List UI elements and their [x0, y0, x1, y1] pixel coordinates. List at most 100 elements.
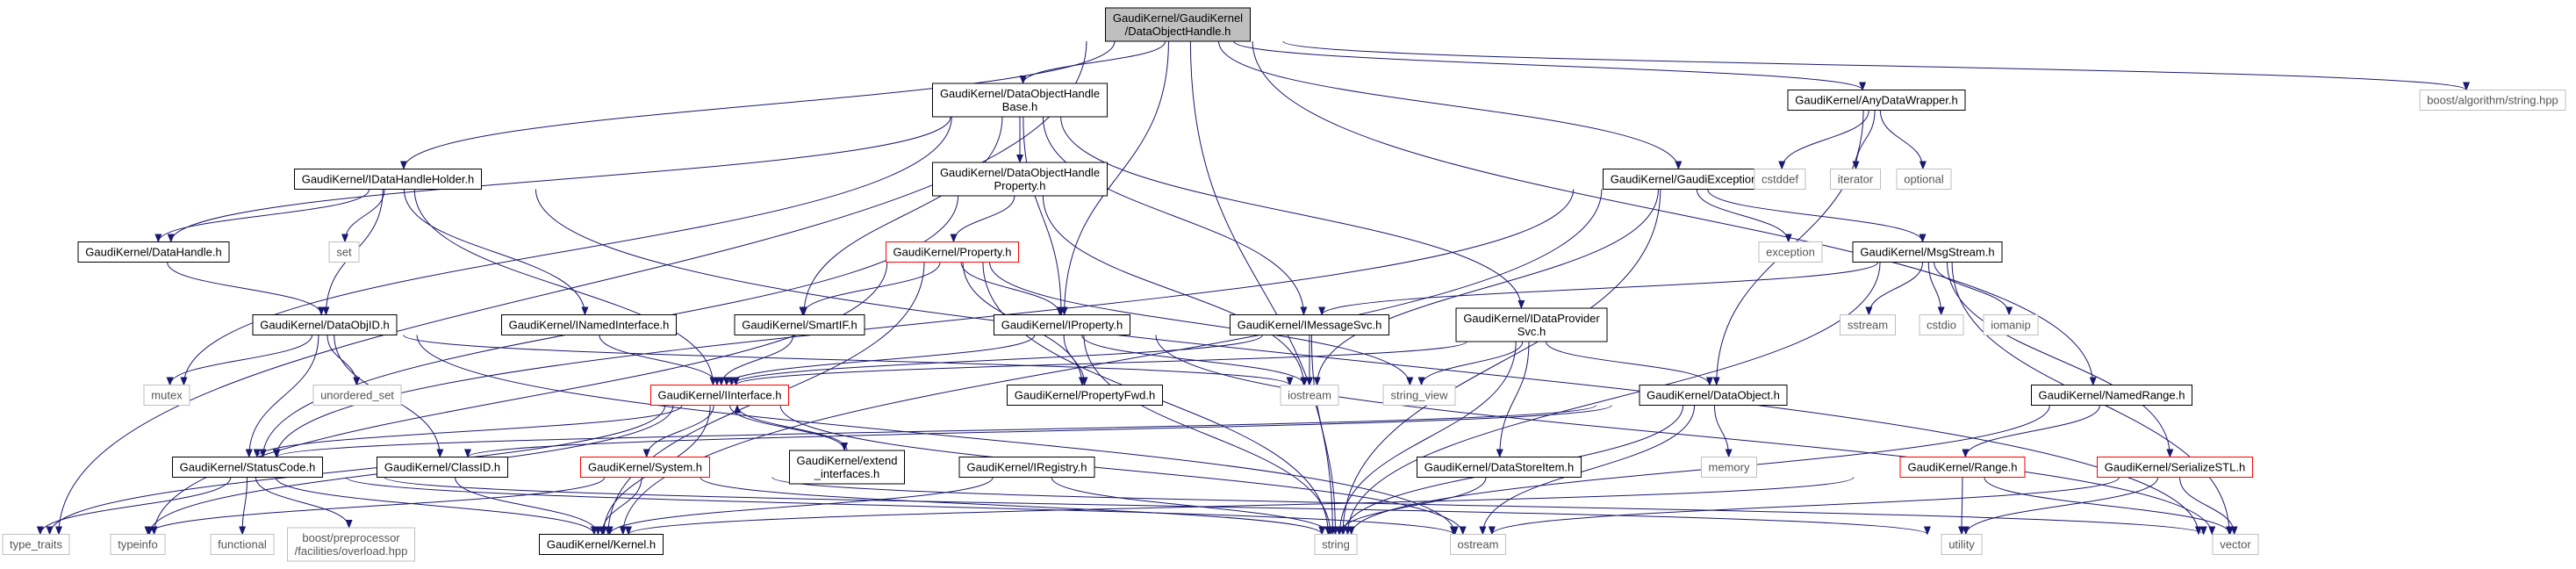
edge-msgstream-to-imsgsvc	[1318, 262, 1879, 316]
node-box	[1230, 314, 1389, 335]
node-dataobject[interactable]: GaudiKernel/DataObject.h	[1639, 385, 1788, 406]
node-range[interactable]: GaudiKernel/Range.h	[1899, 457, 2026, 478]
node-statuscode[interactable]: GaudiKernel/StatusCode.h	[172, 457, 323, 478]
edge-root-to-dohbase	[1019, 40, 1166, 84]
node-iinterface[interactable]: GaudiKernel/IInterface.h	[650, 385, 789, 406]
node-utility: utility	[1941, 534, 1983, 555]
edge-iproperty-to-vector	[1155, 335, 2216, 536]
edge-idhh-to-inamedif	[403, 189, 589, 316]
node-box	[1382, 385, 1456, 406]
node-label: mutex	[151, 389, 183, 402]
edge-namedrange-to-range	[1962, 405, 2100, 458]
node-serializestl[interactable]: GaudiKernel/SerializeSTL.h	[2097, 457, 2253, 478]
node-namedrange[interactable]: GaudiKernel/NamedRange.h	[2031, 385, 2192, 406]
node-exception: exception	[1758, 241, 1823, 263]
node-label: Property.h	[994, 179, 1045, 192]
node-root[interactable]: GaudiKernel/GaudiKernel/DataObjectHandle…	[1105, 7, 1251, 42]
edge-iregistry-to-kernel	[606, 477, 994, 536]
node-box	[1787, 90, 1966, 111]
node-label: GaudiKernel/DataStoreItem.h	[1424, 461, 1575, 474]
node-label: GaudiKernel/IDataProvider	[1463, 312, 1600, 325]
node-label: optional	[1904, 173, 1944, 186]
node-label: GaudiKernel/INamedInterface.h	[509, 319, 670, 332]
edge-root-to-boostalg	[1282, 40, 2470, 91]
edge-inamedif-to-iinterface	[599, 335, 721, 386]
edge-idataprov-to-iinterface	[732, 341, 1467, 386]
node-box	[1840, 314, 1896, 335]
node-imsgsvc[interactable]: GaudiKernel/IMessageSvc.h	[1230, 314, 1389, 335]
node-label: GaudiKernel/Kernel.h	[547, 538, 656, 551]
edge-datahandle-to-dataobjid	[167, 262, 326, 316]
node-label: GaudiKernel/DataObjID.h	[260, 319, 389, 332]
node-iproperty[interactable]: GaudiKernel/IProperty.h	[994, 314, 1130, 335]
node-cstddef: cstddef	[1754, 169, 1806, 190]
edge-root-to-iproperty	[1060, 40, 1169, 316]
node-datahandle[interactable]: GaudiKernel/DataHandle.h	[77, 241, 230, 263]
edge-serializestl-to-ostream	[1489, 477, 2120, 536]
node-idhh[interactable]: GaudiKernel/IDataHandleHolder.h	[294, 169, 482, 190]
node-label: utility	[1948, 538, 1975, 551]
edge-dohbase-to-imsgsvc	[1042, 116, 1308, 316]
node-classid[interactable]: GaudiKernel/ClassID.h	[377, 457, 508, 478]
node-propertyfwd[interactable]: GaudiKernel/PropertyFwd.h	[1007, 385, 1163, 406]
node-inamedif[interactable]: GaudiKernel/INamedInterface.h	[501, 314, 677, 335]
node-type-traits: type_traits	[2, 534, 70, 555]
node-label: cstdio	[1927, 319, 1956, 332]
node-property[interactable]: GaudiKernel/Property.h	[886, 241, 1019, 263]
nodes-layer: GaudiKernel/GaudiKernel/DataObjectHandle…	[2, 7, 2566, 562]
edge-gaudiexc-to-iostream	[1313, 189, 1659, 386]
node-box	[287, 527, 415, 562]
node-kernel[interactable]: GaudiKernel/Kernel.h	[539, 534, 664, 555]
node-box	[210, 534, 275, 555]
node-box	[1701, 457, 1757, 478]
edge-property-to-typeinfo	[150, 262, 888, 536]
node-label: GaudiKernel/Property.h	[893, 246, 1012, 259]
node-label: sstream	[1848, 319, 1888, 332]
node-ostream: ostream	[1450, 534, 1506, 555]
edge-statuscode-to-type-traits	[36, 477, 232, 536]
edge-anydata-to-cstddef	[1778, 110, 1869, 170]
node-box	[377, 457, 508, 478]
node-box	[312, 385, 402, 406]
edge-dataobject-to-ostream	[1479, 405, 1696, 536]
node-label: GaudiKernel/IInterface.h	[658, 389, 782, 402]
edge-iproperty-to-iinterface	[722, 335, 1036, 386]
edge-statuscode-to-kernel	[275, 477, 598, 536]
node-box	[77, 241, 230, 263]
node-label: GaudiKernel/IProperty.h	[1001, 319, 1123, 332]
node-label: GaudiKernel/GaudiKernel	[1113, 11, 1243, 25]
node-label: GaudiKernel/AnyDataWrapper.h	[1795, 94, 1957, 107]
node-system[interactable]: GaudiKernel/System.h	[580, 457, 710, 478]
node-box	[1983, 314, 2039, 335]
node-box	[1852, 241, 2003, 263]
node-smartif[interactable]: GaudiKernel/SmartIF.h	[734, 314, 865, 335]
edge-iproperty-to-propertyfwd	[1063, 335, 1088, 386]
node-dataobjid[interactable]: GaudiKernel/DataObjID.h	[252, 314, 398, 335]
edge-dohbase-to-smartif	[800, 116, 1003, 316]
node-msgstream[interactable]: GaudiKernel/MsgStream.h	[1852, 241, 2003, 263]
node-label: GaudiKernel/ClassID.h	[384, 461, 500, 474]
edge-range-to-kernel	[625, 477, 1855, 536]
node-gaudiexc[interactable]: GaudiKernel/GaudiException.h	[1603, 169, 1775, 190]
edge-root-to-gaudiexc	[1218, 40, 1683, 170]
node-label: GaudiKernel/IDataHandleHolder.h	[302, 173, 475, 186]
node-anydata[interactable]: GaudiKernel/AnyDataWrapper.h	[1787, 90, 1966, 111]
node-string-view: string_view	[1382, 385, 1456, 406]
node-box	[328, 241, 360, 263]
edge-idhh-to-iinterface	[413, 189, 717, 386]
node-extendif[interactable]: GaudiKernel/extend_interfaces.h	[789, 450, 905, 485]
node-box	[932, 162, 1108, 197]
edge-root-to-idhh	[400, 40, 1116, 170]
node-label: /DataObjectHandle.h	[1125, 25, 1231, 38]
node-iregistry[interactable]: GaudiKernel/IRegistry.h	[958, 457, 1095, 478]
node-label: boost/preprocessor	[302, 531, 400, 544]
edge-statuscode-to-boostpp	[255, 477, 353, 529]
node-box	[143, 385, 190, 406]
node-unordered-set: unordered_set	[312, 385, 402, 406]
node-datastoreitem[interactable]: GaudiKernel/DataStoreItem.h	[1417, 457, 1582, 478]
node-string: string	[1314, 534, 1358, 555]
